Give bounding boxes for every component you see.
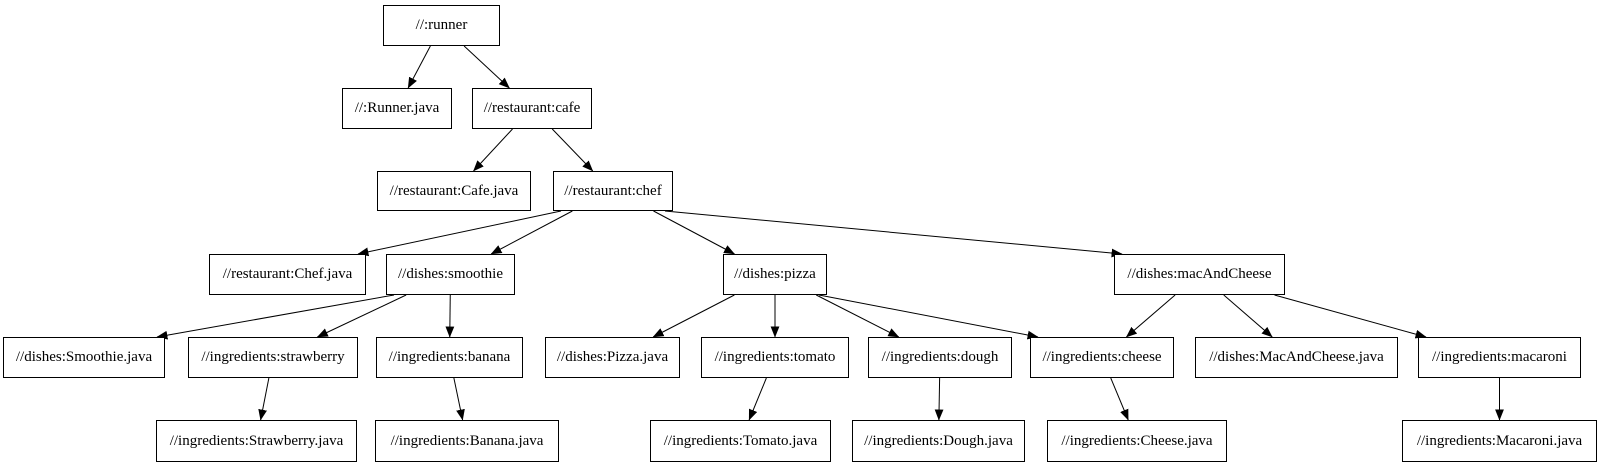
graph-node-label: //dishes:Pizza.java <box>556 349 669 365</box>
graph-node-chef: //restaurant:chef <box>553 171 673 211</box>
graph-node-dough: //ingredients:dough <box>868 337 1012 378</box>
graph-edge-runner-to-cafe <box>463 45 510 89</box>
graph-edge-pizza-to-pizza-java <box>652 294 735 338</box>
graph-node-label: //ingredients:macaroni <box>1432 349 1567 365</box>
graph-node-label: //dishes:pizza <box>734 266 816 282</box>
graph-node-label: //restaurant:cafe <box>483 100 581 116</box>
graph-edge-strawberry-to-strawberry-java <box>258 377 270 421</box>
graph-node-label: //dishes:macAndCheese <box>1127 266 1272 282</box>
graph-node-label: //ingredients:tomato <box>714 349 836 365</box>
graph-edge-mac-and-cheese-to-cheese <box>1125 294 1176 338</box>
graph-node-mac-and-cheese-java: //dishes:MacAndCheese.java <box>1195 337 1398 378</box>
graph-node-pizza-java: //dishes:Pizza.java <box>545 337 680 378</box>
graph-node-cheese: //ingredients:cheese <box>1030 337 1174 378</box>
graph-node-label: //:runner <box>415 17 468 33</box>
graph-node-label: //ingredients:banana <box>388 349 511 365</box>
graph-node-label: //restaurant:chef <box>564 182 662 199</box>
graph-node-runner-java: //:Runner.java <box>342 88 452 129</box>
graph-node-macaroni: //ingredients:macaroni <box>1418 337 1581 378</box>
graph-node-tomato-java: //ingredients:Tomato.java <box>650 420 831 462</box>
graph-node-chef-java: //restaurant:Chef.java <box>209 254 366 295</box>
graph-node-label: //ingredients:dough <box>881 349 999 365</box>
graph-edge-chef-to-pizza <box>653 210 735 255</box>
graph-edge-mac-and-cheese-to-mac-and-cheese-java <box>1223 294 1273 338</box>
graph-node-label: //dishes:smoothie <box>398 266 503 282</box>
graph-node-label: //ingredients:Cheese.java <box>1061 432 1213 449</box>
graph-node-cafe-java: //restaurant:Cafe.java <box>377 171 531 211</box>
graph-edge-tomato-to-tomato-java <box>748 377 767 421</box>
graph-node-banana: //ingredients:banana <box>376 337 523 378</box>
graph-edge-pizza-to-dough <box>816 294 900 338</box>
graph-node-label: //restaurant:Cafe.java <box>389 182 519 199</box>
graph-edge-runner-to-runner-java <box>407 45 431 89</box>
graph-node-smoothie: //dishes:smoothie <box>386 254 515 295</box>
graph-node-macaroni-java: //ingredients:Macaroni.java <box>1402 420 1597 462</box>
graph-edge-chef-to-mac-and-cheese <box>664 210 1123 258</box>
graph-node-strawberry-java: //ingredients:Strawberry.java <box>156 420 357 462</box>
graph-node-label: //restaurant:Chef.java <box>222 266 353 282</box>
graph-node-label: //ingredients:Strawberry.java <box>169 432 344 449</box>
graph-node-cheese-java: //ingredients:Cheese.java <box>1047 420 1227 462</box>
graph-edge-cheese-to-cheese-java <box>1110 377 1129 421</box>
graph-node-label: //dishes:Smoothie.java <box>15 349 153 365</box>
graph-node-label: //ingredients:Tomato.java <box>663 432 818 449</box>
graph-edge-smoothie-to-banana <box>445 294 455 338</box>
graph-edge-smoothie-to-strawberry <box>316 294 407 338</box>
graph-node-mac-and-cheese: //dishes:macAndCheese <box>1114 254 1285 295</box>
graph-edge-mac-and-cheese-to-macaroni <box>1274 294 1427 339</box>
graph-edge-smoothie-to-smoothie-java <box>156 294 395 340</box>
graph-node-label: //:Runner.java <box>354 100 440 116</box>
graph-edge-banana-to-banana-java <box>453 377 465 421</box>
graph-node-dough-java: //ingredients:Dough.java <box>852 420 1025 462</box>
graph-node-strawberry: //ingredients:strawberry <box>188 337 358 378</box>
graph-edge-pizza-to-cheese <box>818 294 1039 340</box>
graph-node-runner: //:runner <box>383 5 500 46</box>
graph-node-label: //ingredients:cheese <box>1042 349 1162 365</box>
graph-node-smoothie-java: //dishes:Smoothie.java <box>3 337 165 378</box>
graph-node-label: //ingredients:Macaroni.java <box>1416 432 1583 449</box>
graph-node-banana-java: //ingredients:Banana.java <box>375 420 559 462</box>
graph-edge-cafe-to-chef <box>551 128 594 172</box>
graph-node-label: //dishes:MacAndCheese.java <box>1209 349 1384 365</box>
graph-edge-cafe-to-cafe-java <box>473 128 513 172</box>
graph-edge-chef-to-chef-java <box>357 210 562 257</box>
graph-node-tomato: //ingredients:tomato <box>701 337 849 378</box>
graph-node-pizza: //dishes:pizza <box>723 254 827 295</box>
graph-node-label: //ingredients:Dough.java <box>864 432 1013 449</box>
graph-node-cafe: //restaurant:cafe <box>472 88 592 129</box>
graph-node-label: //ingredients:Banana.java <box>390 432 544 449</box>
graph-edge-dough-to-dough-java <box>934 377 944 421</box>
graph-node-label: //ingredients:strawberry <box>201 349 345 365</box>
graph-edge-chef-to-smoothie <box>490 210 573 255</box>
